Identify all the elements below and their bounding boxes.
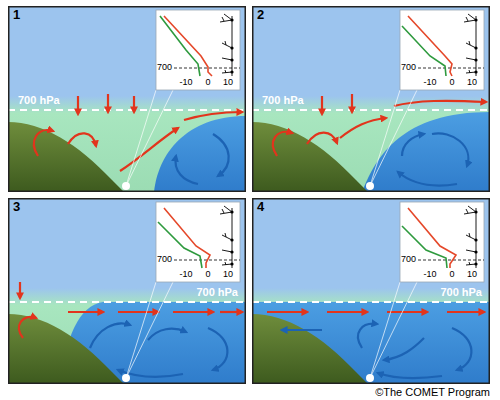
pressure-level-label: 700 hPa: [18, 94, 60, 106]
temperature-tick: 0: [449, 270, 454, 280]
sounding: [156, 202, 240, 282]
700-hpa-line: [252, 302, 490, 303]
observer: [366, 90, 417, 190]
sounding-frame: [156, 10, 240, 90]
700-hpa-line: [252, 110, 490, 111]
temperature-tick: 0: [205, 270, 210, 280]
terrain: [252, 314, 368, 384]
panel-number: 4: [257, 200, 264, 214]
cold-air-arrows: [282, 324, 471, 378]
pressure-level-label: 700 hPa: [262, 94, 304, 106]
temperature-tick: 10: [467, 270, 477, 280]
pressure-label: 700: [401, 63, 416, 73]
background: [252, 6, 490, 192]
panel-illustration: [252, 198, 490, 384]
sounding: [400, 202, 484, 282]
temperature-tick: 10: [223, 78, 233, 88]
temperature-tick: 0: [449, 78, 454, 88]
background: [252, 198, 490, 384]
cold-pool: [154, 116, 246, 192]
observer: [122, 282, 173, 382]
temperature-tick: -10: [179, 270, 192, 280]
temperature-tick: -10: [179, 78, 192, 88]
sounding-frame: [400, 202, 484, 282]
pressure-level-label: 700 hPa: [440, 286, 482, 298]
temperature-tick: -10: [423, 78, 436, 88]
panel-frame: [253, 199, 490, 384]
cold-air-arrows: [175, 134, 228, 184]
pressure-label: 700: [401, 255, 416, 265]
panel-number: 1: [13, 8, 20, 22]
cold-pool: [252, 302, 490, 384]
pressure-label: 700: [157, 63, 172, 73]
cold-air-arrows: [90, 324, 227, 378]
panel-number: 3: [13, 200, 20, 214]
warm-air-arrows: [34, 94, 242, 171]
background: [8, 6, 246, 192]
cold-pool: [362, 112, 490, 192]
sounding-inset: 700 -10 0 10: [400, 202, 484, 282]
sounding-inset: 700 -10 0 10: [400, 10, 484, 90]
cold-air-arrows: [398, 133, 468, 185]
panel-number: 2: [257, 8, 264, 22]
700-hpa-line: [8, 110, 246, 111]
temperature-tick: 0: [205, 78, 210, 88]
sounding: [156, 10, 240, 90]
sounding: [400, 10, 484, 90]
panel-frame: [9, 7, 246, 192]
panel-illustration: [8, 198, 246, 384]
panel: 700 -10 0 10 3 700 hPa: [8, 198, 246, 384]
panel-frame: [9, 199, 246, 384]
warm-air-arrows: [273, 94, 486, 156]
temperature-tick: -10: [423, 270, 436, 280]
temperature-tick: 10: [223, 270, 233, 280]
sounding-inset: 700 -10 0 10: [156, 202, 240, 282]
background: [8, 198, 246, 384]
sounding-frame: [400, 10, 484, 90]
panel: 700 -10 0 10 2 700 hPa: [252, 6, 490, 192]
dewpoint-line: [158, 222, 202, 268]
observer: [122, 90, 173, 190]
sounding-inset: 700 -10 0 10: [156, 10, 240, 90]
dewpoint-line: [402, 226, 447, 268]
terrain: [8, 122, 124, 192]
sounding-frame: [156, 202, 240, 282]
panel-illustration: [252, 6, 490, 192]
pressure-label: 700: [157, 255, 172, 265]
copyright-note: ©The COMET Program: [375, 386, 490, 398]
warm-air-arrows: [267, 311, 484, 313]
panel-frame: [253, 7, 490, 192]
warm-air-arrows: [19, 282, 242, 338]
dewpoint-line: [402, 26, 446, 76]
observer: [366, 282, 417, 382]
panel: 700 -10 0 10 1 700 hPa: [8, 6, 246, 192]
pressure-level-label: 700 hPa: [196, 286, 238, 298]
terrain: [252, 122, 368, 192]
panel-illustration: [8, 6, 246, 192]
temperature-tick: 10: [467, 78, 477, 88]
terrain: [8, 314, 124, 384]
700-hpa-line: [8, 302, 246, 303]
panel: 700 -10 0 10 4 700 hPa: [252, 198, 490, 384]
